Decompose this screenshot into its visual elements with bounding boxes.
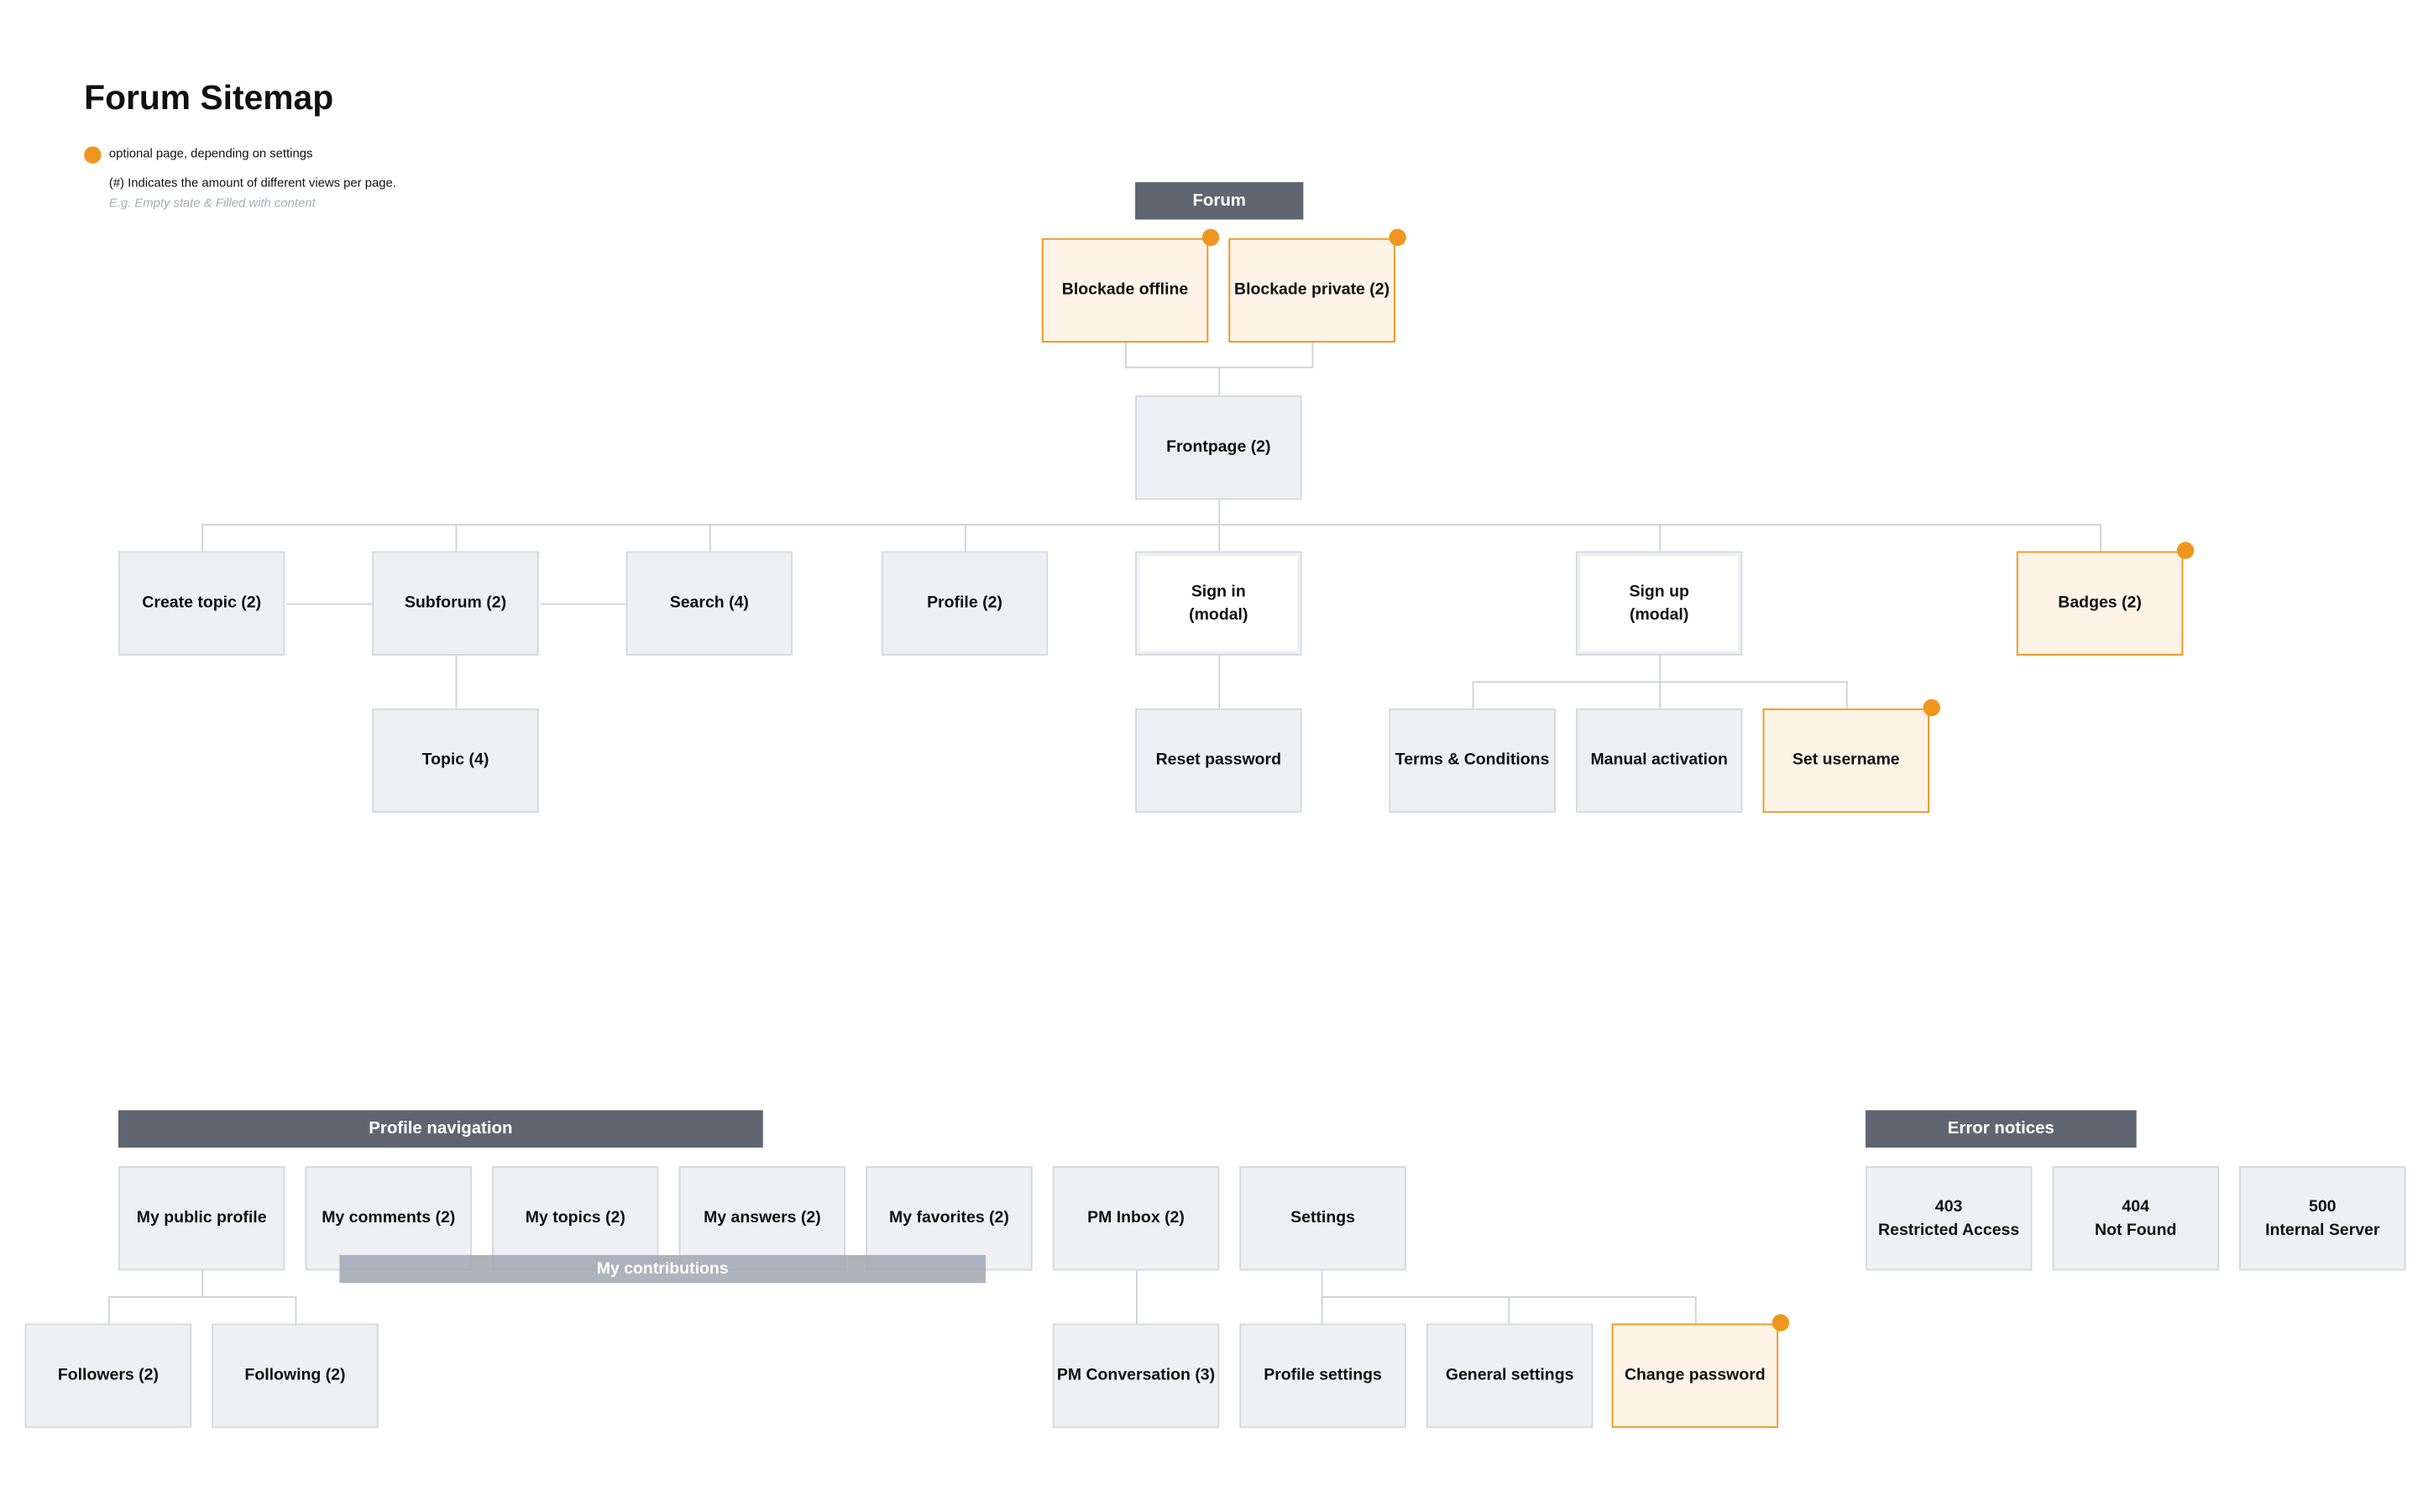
page-my-favorites[interactable]: My favorites (2) [866, 1166, 1033, 1271]
optional-dot [1772, 1314, 1790, 1332]
page-my-public-profile[interactable]: My public profile [118, 1166, 285, 1271]
optional-dot [1201, 228, 1220, 247]
page-topic[interactable]: Topic (4) [372, 708, 539, 814]
page-general-settings[interactable]: General settings [1426, 1323, 1594, 1428]
my-contributions-group-label: My contributions [339, 1254, 987, 1284]
page-change-password[interactable]: Change password [1611, 1323, 1779, 1428]
page-pm-conversation[interactable]: PM Conversation (3) [1052, 1323, 1220, 1428]
page-my-answers[interactable]: My answers (2) [678, 1166, 846, 1271]
page-profile-settings[interactable]: Profile settings [1239, 1323, 1406, 1428]
legend-example: E.g. Empty state & Filled with content [108, 196, 316, 211]
optional-dot [1923, 698, 1940, 717]
connector-settings-children [1321, 1270, 1697, 1324]
legend-optional-dot [84, 146, 102, 164]
page-my-comments[interactable]: My comments (2) [305, 1166, 472, 1271]
page-create-topic[interactable]: Create topic (2) [118, 551, 285, 656]
page-settings[interactable]: Settings [1239, 1166, 1406, 1271]
profile-navigation-header: Profile navigation [118, 1110, 763, 1148]
connector-signup-children [1472, 655, 1848, 709]
page-title: Forum Sitemap [84, 77, 334, 118]
page-frontpage[interactable]: Frontpage (2) [1135, 395, 1302, 500]
page-following[interactable]: Following (2) [212, 1323, 379, 1428]
page-terms-conditions[interactable]: Terms & Conditions [1389, 708, 1556, 814]
page-sign-in-modal[interactable]: Sign in (modal) [1135, 551, 1302, 656]
connector-frontpage-level1 [202, 500, 2101, 552]
page-blockade-offline[interactable]: Blockade offline [1041, 238, 1209, 343]
page-error-500[interactable]: 500 Internal Server [2239, 1166, 2406, 1271]
page-reset-password[interactable]: Reset password [1135, 708, 1302, 814]
optional-dot [2176, 541, 2195, 559]
error-notices-header: Error notices [1865, 1110, 2137, 1148]
page-error-403[interactable]: 403 Restricted Access [1865, 1166, 2033, 1271]
connector-profile-follow [107, 1270, 297, 1324]
page-sign-up-modal[interactable]: Sign up (modal) [1575, 551, 1743, 656]
page-subforum[interactable]: Subforum (2) [372, 551, 539, 656]
page-manual-activation[interactable]: Manual activation [1575, 708, 1743, 814]
connector-blockade-frontpage [1125, 343, 1314, 396]
page-followers[interactable]: Followers (2) [24, 1323, 192, 1428]
legend-optional-text: optional page, depending on settings [108, 146, 313, 161]
page-blockade-private[interactable]: Blockade private (2) [1228, 238, 1395, 343]
page-badges[interactable]: Badges (2) [2016, 551, 2184, 656]
page-pm-inbox[interactable]: PM Inbox (2) [1052, 1166, 1220, 1271]
legend-views-note: (#) Indicates the amount of different vi… [108, 175, 396, 191]
page-search[interactable]: Search (4) [625, 551, 793, 656]
page-set-username[interactable]: Set username [1762, 708, 1929, 814]
optional-dot [1389, 228, 1406, 247]
page-error-404[interactable]: 404 Not Found [2052, 1166, 2219, 1271]
page-profile[interactable]: Profile (2) [881, 551, 1049, 656]
forum-header: Forum [1135, 181, 1304, 220]
